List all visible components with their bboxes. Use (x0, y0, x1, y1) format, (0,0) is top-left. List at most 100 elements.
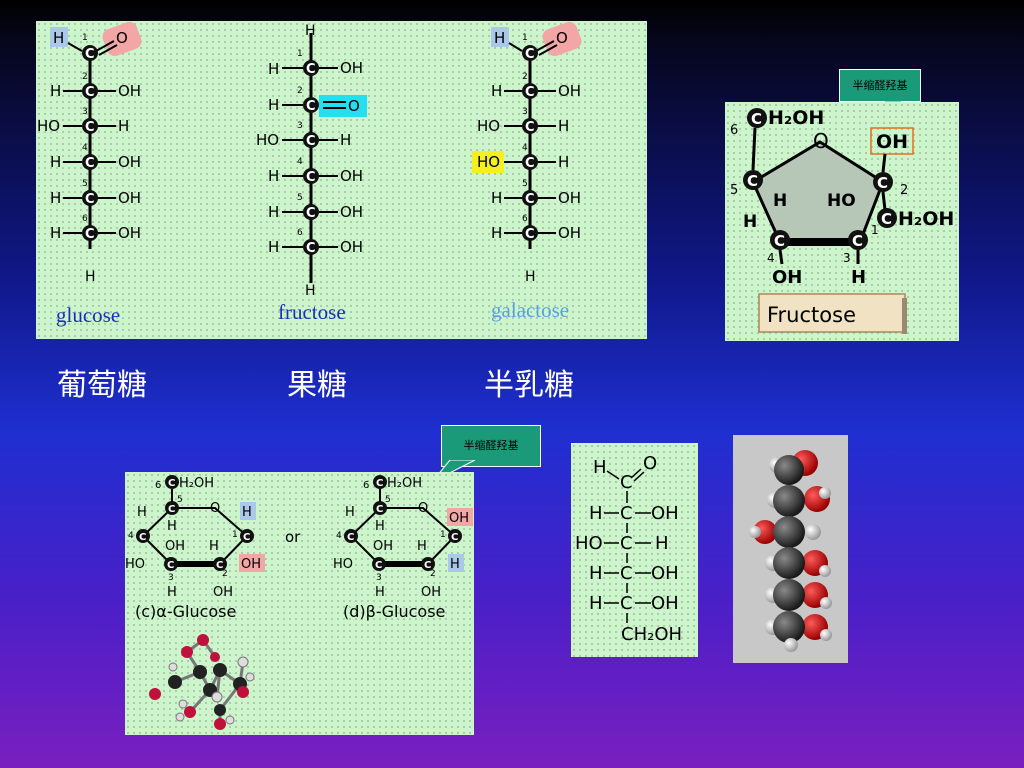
num-2: 2 (522, 72, 528, 82)
ring-num-3: 3 (843, 251, 851, 265)
glucose-c3-left: HO (37, 117, 60, 135)
beta-oh-box (447, 508, 473, 526)
chain-c3-left: HO (575, 533, 603, 554)
fructose-c6-left: H (268, 238, 279, 256)
galactose-c6-right: OH (558, 224, 581, 242)
galactose-c1-h: H (494, 29, 505, 47)
galactose-bottom-h: H (525, 269, 536, 285)
num-6: 6 (297, 228, 303, 238)
glucose-c2: C (85, 85, 95, 100)
num-2: 2 (222, 569, 228, 579)
ring-c5: C (747, 172, 758, 190)
chain-c5-right: OH (651, 593, 679, 614)
alpha-c2-h-up: H (209, 539, 219, 554)
alpha-c3-h: H (167, 585, 177, 600)
alpha-c6: C (168, 478, 175, 489)
fructose-c1: C (306, 62, 316, 77)
num-5: 5 (297, 193, 303, 203)
galactose-c2-right: OH (558, 82, 581, 100)
fructose-c4-right: OH (340, 167, 363, 185)
galactose-c4: C (525, 156, 535, 171)
chain-c2-right: OH (651, 503, 679, 524)
num-3: 3 (168, 573, 174, 583)
galactose-c5: C (525, 192, 535, 207)
chain-c3-right: H (655, 533, 669, 554)
ho-highlight-box (472, 151, 504, 173)
chain-c6: CH₂OH (621, 624, 682, 645)
alpha-c5-h: H (167, 519, 177, 534)
glucose-chain-panel: H C O H C OH HO C H H C OH H C OH CH₂OH (571, 443, 698, 657)
alpha-c3: C (167, 560, 174, 571)
hemiacetal-oh-outline (870, 127, 914, 155)
galactose-c6: C (525, 227, 535, 242)
alpha-c2: C (216, 560, 223, 571)
fructose-c3-left: HO (256, 131, 279, 149)
fructose-fischer: H H C 1 OH H C 2 O HO C 3 H H C 4 (256, 23, 367, 299)
num-3: 3 (376, 573, 382, 583)
ring-num-1: 1 (871, 223, 879, 237)
num-1: 1 (232, 530, 238, 540)
glucose-haworth-diagrams: 6 C H₂OH 5 O C C C C C 4 1 3 2 H H H OH … (125, 475, 473, 730)
chain-c4: C (620, 563, 633, 584)
fructose-c4: C (306, 170, 316, 185)
glucose-c5: C (85, 192, 95, 207)
ring-num-4: 4 (767, 251, 775, 265)
num-4: 4 (336, 531, 342, 541)
fructose-c5: C (306, 206, 316, 221)
glucose-bottom-h: H (85, 269, 96, 285)
glucose-c4: C (85, 156, 95, 171)
num-6: 6 (82, 214, 88, 224)
fischer-diagrams: H O C 1 H C 2 OH HO C 3 H H C 4 OH (37, 21, 582, 299)
ring-oxygen: O (813, 129, 829, 153)
num-6: 6 (363, 480, 369, 491)
beta-c3-h: H (375, 585, 385, 600)
glucose-c6-left: H (50, 224, 61, 242)
beta-c1-h: H (450, 557, 460, 572)
galactose-c2: C (525, 85, 535, 100)
ring-c5-h: H (743, 212, 757, 232)
beta-c2-h-up: H (417, 539, 427, 554)
fructose-c2-o: O (348, 97, 360, 115)
glucose-c6-right: OH (118, 224, 141, 242)
alpha-c4: C (139, 532, 146, 543)
num-5: 5 (385, 495, 391, 505)
alpha-c3-oh-up: OH (165, 539, 185, 554)
galactose-name: galactose (491, 298, 570, 322)
galactose-c5-left: H (491, 189, 502, 207)
glucose-c6: C (85, 227, 95, 242)
beta-c4: C (347, 532, 354, 543)
ring-num-6: 6 (730, 123, 738, 138)
chain-c5: C (620, 593, 633, 614)
num-1: 1 (297, 49, 303, 59)
glucose-anomers-panel: 6 C H₂OH 5 O C C C C C 4 1 3 2 H H H OH … (125, 472, 474, 735)
ring-num-5: 5 (730, 183, 738, 198)
fructose-c5-right: OH (340, 203, 363, 221)
num-1: 1 (522, 33, 528, 43)
alpha-c1: C (243, 532, 250, 543)
num-3: 3 (522, 107, 528, 117)
galactose-c3-right: H (558, 117, 569, 135)
beta-c5: C (376, 504, 383, 515)
fructose-label-box (758, 293, 906, 333)
beta-c6: C (376, 478, 383, 489)
fructose-c1-left: H (268, 60, 279, 78)
num-4: 4 (522, 143, 528, 153)
fructose-c3: C (306, 134, 316, 149)
num-1: 1 (82, 33, 88, 43)
alpha-c1-oh: OH (241, 557, 261, 572)
num-3: 3 (82, 107, 88, 117)
fructose-c2-left: H (268, 96, 279, 114)
carbonyl-highlight-box (319, 95, 367, 117)
glucose-c1-h: H (53, 29, 64, 47)
chain-aldehyde-h: H (593, 457, 607, 478)
galactose-c6-left: H (491, 224, 502, 242)
beta-c4-ho: HO (333, 557, 353, 572)
fructose-c6: C (306, 241, 316, 256)
chain-c4-right: OH (651, 563, 679, 584)
num-1: 1 (440, 530, 446, 540)
num-6: 6 (522, 214, 528, 224)
space-filling-model-panel (733, 435, 848, 663)
fructose-c2: C (306, 99, 316, 114)
hemiacetal-hydroxyl-callout-top: 半缩醛羟基 (839, 69, 921, 102)
fructose-c5-left: H (268, 203, 279, 221)
